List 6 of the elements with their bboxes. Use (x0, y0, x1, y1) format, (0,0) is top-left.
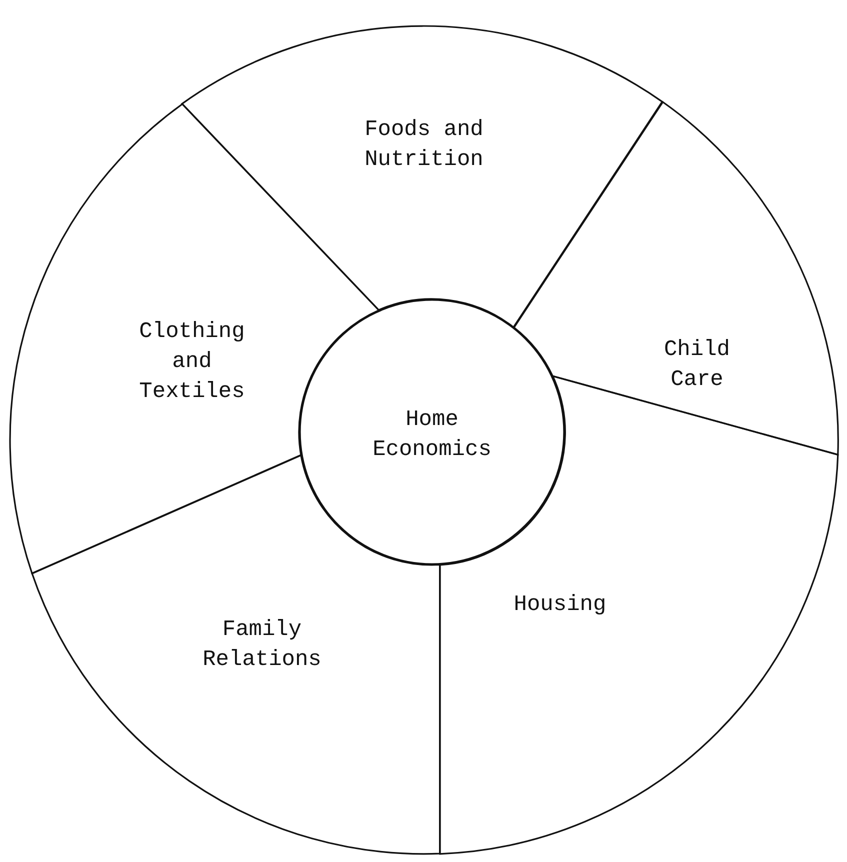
segment-label: Child Care (662, 336, 731, 394)
segment-label: Clothing and Textiles (138, 318, 246, 406)
center-label: Home Economics (372, 406, 492, 464)
segment-label: Family Relations (202, 616, 322, 674)
segment-label: Housing (514, 590, 606, 619)
segment-label: Foods and Nutrition (364, 116, 484, 174)
